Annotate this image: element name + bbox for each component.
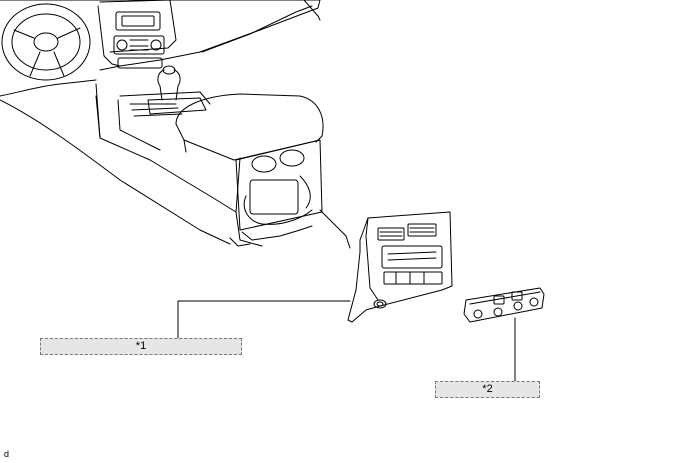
callout-label-2: *2 bbox=[435, 381, 540, 398]
center-stack bbox=[113, 11, 165, 69]
leader-lines bbox=[177, 300, 516, 382]
shift-lever bbox=[117, 65, 211, 151]
rear-console-panel bbox=[347, 211, 453, 323]
dashboard bbox=[0, 0, 321, 97]
rear-control-switch bbox=[463, 287, 545, 323]
leader-line-1 bbox=[177, 300, 351, 339]
console-rear-opening bbox=[229, 139, 323, 247]
figure-code: d bbox=[4, 449, 10, 459]
callout-label-1: *1 bbox=[40, 338, 242, 355]
steering-wheel bbox=[1, 3, 91, 81]
